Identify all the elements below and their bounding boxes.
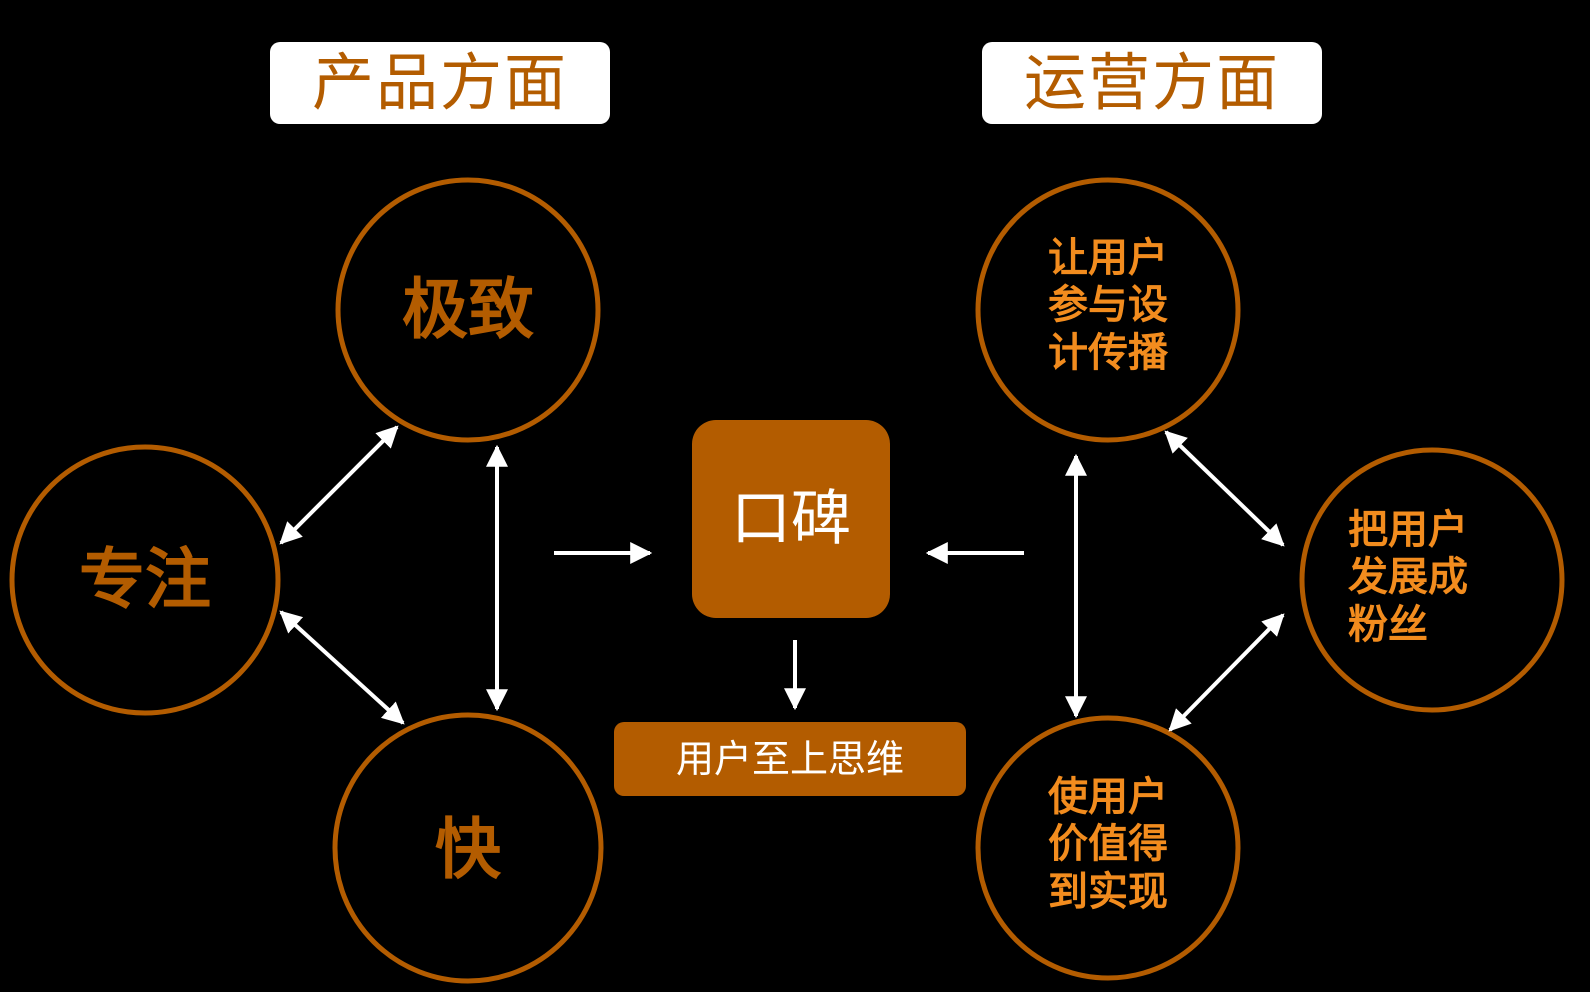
circle-jizhi (335, 177, 601, 443)
circle-fensi (1299, 447, 1565, 713)
node-koubei: 口碑 (731, 483, 851, 554)
circle-canyu (975, 177, 1241, 443)
header-product: 产品方面 (270, 42, 610, 124)
node-jizhi: 极致 (402, 271, 534, 349)
node-kuai: 快 (435, 811, 501, 889)
arrow-canyu-fensi (1164, 430, 1285, 547)
node-fensi: 把用户 发展成 粉丝 (1348, 507, 1468, 648)
koubei-box (692, 420, 890, 618)
circle-jiazhi (975, 715, 1241, 981)
circle-kuai (332, 712, 604, 984)
sub-box (614, 722, 966, 796)
header-operation: 运营方面 (982, 42, 1322, 124)
node-canyu: 让用户 参与设 计传播 (1048, 235, 1168, 376)
circle-zhuanzhu (9, 444, 281, 716)
node-yonghu-zhishang: 用户至上思维 (675, 736, 904, 781)
arrow-fensi-jiazhi (1168, 613, 1285, 732)
arrow-zhuanzhu-kuai (279, 610, 405, 725)
node-zhuanzhu: 专注 (79, 541, 211, 619)
node-jiazhi: 使用户 价值得 到实现 (1048, 774, 1168, 915)
arrow-jizhi-zhuanzhu (279, 425, 399, 545)
